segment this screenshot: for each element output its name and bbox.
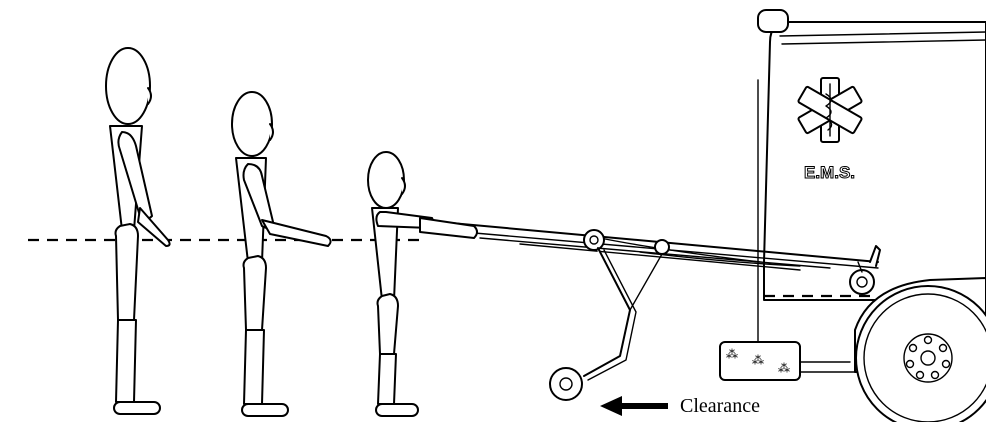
ems-label: E.M.S. (804, 163, 855, 182)
ear (401, 177, 406, 195)
tread-mark: ⁂ (778, 361, 790, 375)
ambulance-wheel (855, 285, 986, 422)
stretcher-head-handle (869, 245, 881, 267)
stretcher-leg-strut (629, 253, 663, 311)
shin (377, 353, 397, 405)
shin (115, 319, 137, 403)
stretcher-head-wheel (849, 269, 875, 295)
person-figure-1 (105, 47, 171, 415)
ear (147, 87, 152, 105)
foot (375, 403, 419, 417)
shin (243, 329, 265, 405)
head (231, 91, 273, 157)
clearance-indicator: Clearance (600, 395, 760, 417)
mattress-line (599, 237, 761, 263)
foot (113, 401, 161, 415)
ambulance-roof-rail-2 (781, 39, 986, 45)
head (105, 47, 151, 125)
frame-pivot-wheel-2 (654, 239, 670, 255)
forearm (261, 219, 332, 247)
person-figure-3 (367, 151, 478, 417)
forearm (419, 217, 478, 239)
stretcher-leg (583, 247, 631, 377)
forearm (137, 207, 171, 247)
thigh (242, 255, 267, 331)
stretcher-leg-wheel (549, 367, 583, 401)
thigh (114, 223, 139, 321)
stretcher-rail-lower (479, 237, 831, 269)
ambulance: ⁂ ⁂ ⁂ E.M.S. (719, 9, 986, 422)
person-figure-2 (231, 91, 332, 417)
head (367, 151, 405, 209)
roof-light (757, 9, 789, 33)
thigh (376, 293, 399, 355)
tread-mark: ⁂ (752, 353, 764, 367)
head-wheel-mount (857, 261, 863, 273)
ear (269, 123, 274, 141)
tread-mark: ⁂ (726, 347, 738, 361)
star-of-life-icon (797, 77, 863, 143)
clearance-label: Clearance (680, 395, 760, 417)
step-plate (719, 341, 801, 381)
foot (241, 403, 289, 417)
stretcher (439, 221, 881, 401)
clearance-arrow (600, 396, 668, 416)
frame-pivot-wheel (583, 229, 605, 251)
mattress-line-2 (639, 251, 801, 267)
ambulance-roof-rail (779, 31, 986, 37)
